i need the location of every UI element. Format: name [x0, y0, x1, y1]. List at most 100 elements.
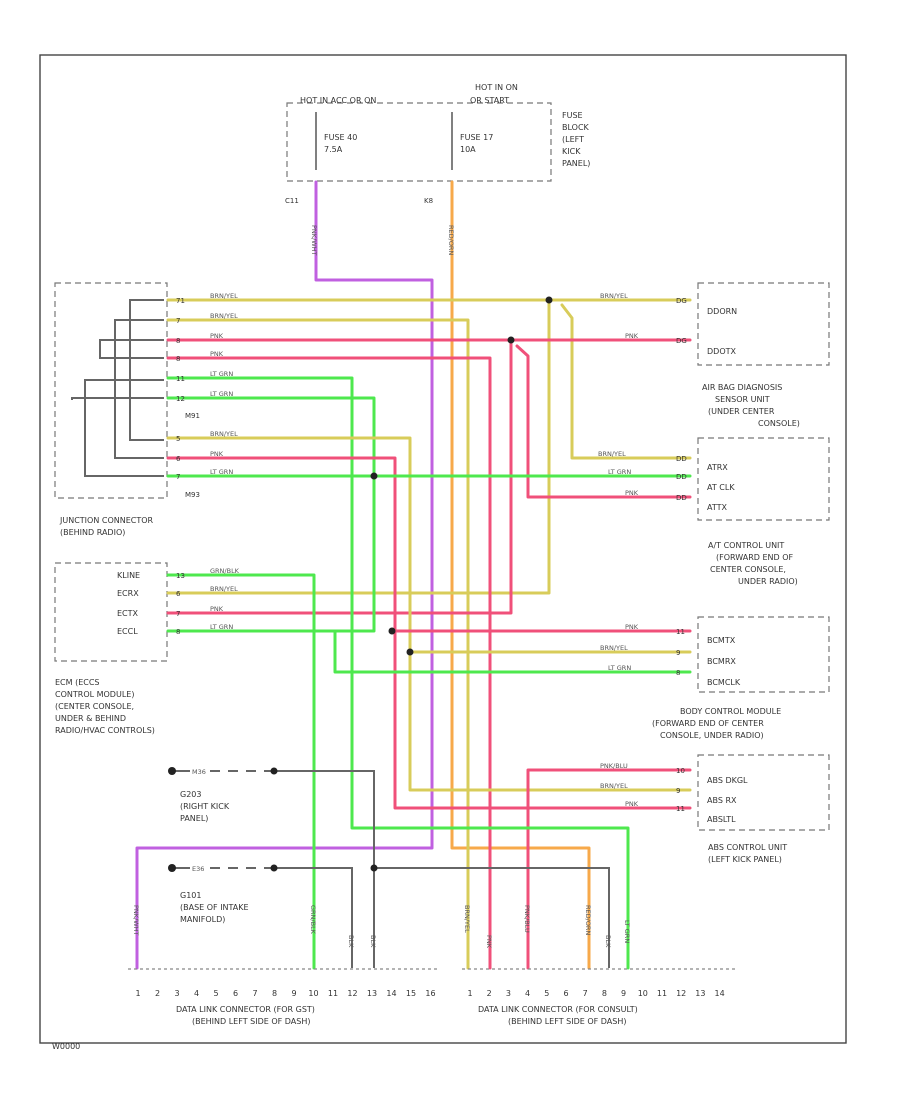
- wire-pnk-abs-dlc: [526, 768, 692, 970]
- ground1-code: M36: [192, 768, 206, 776]
- ecm-pin-no: 6: [176, 590, 181, 598]
- fuse-block-loc-4: PANEL): [562, 159, 590, 168]
- wire-label: PNK: [625, 332, 639, 340]
- ecm-name-1: CONTROL MODULE): [55, 690, 134, 699]
- wire-pnk-ecm: [166, 338, 513, 615]
- abs-pin-dkgl: ABS DKGL: [707, 776, 748, 785]
- wire-label: BRN/YEL: [600, 782, 628, 790]
- dlc1-pin-number: 4: [194, 989, 199, 998]
- ecm-pin-ectx: ECTX: [117, 609, 139, 618]
- dlc1-pin-number: 16: [425, 989, 435, 998]
- wire-label: LT GRN: [210, 390, 233, 398]
- at-pin-no: DD: [676, 494, 687, 502]
- ground-dlc2: [374, 867, 610, 968]
- ecm-name-3: UNDER & BEHIND: [55, 714, 126, 723]
- abs-name-1: (LEFT KICK PANEL): [708, 855, 782, 864]
- jc-pin: 71: [176, 297, 185, 305]
- fuse-block-outline: [286, 102, 552, 182]
- airbag-pin-no: DG: [676, 297, 687, 305]
- bcm-box: [697, 616, 830, 693]
- airbag-name-1: SENSOR UNIT: [715, 395, 770, 404]
- dlc2-pin-number: 1: [467, 989, 472, 998]
- wire-brnyel-dlc2: [166, 318, 470, 970]
- at-pin-atclk: AT CLK: [707, 483, 735, 492]
- ecm-pin-no: 7: [176, 610, 180, 618]
- dlc2-pin-number: 6: [563, 989, 568, 998]
- jc-pin: 5: [176, 435, 180, 443]
- abs-pin-no: 10: [676, 767, 685, 775]
- wire-label-vertical: LT GRN: [623, 920, 631, 943]
- wire-harness: [71, 180, 692, 970]
- component-labels: 71 7 8 8 11 12 5 6 7 M91 M93 JUNCTION CO…: [55, 297, 800, 1026]
- vertical-wire-labels: PNK/WHT RED/ORN PNK/WHT GRN/BLK BLK BLK …: [132, 225, 631, 949]
- fuse-17-rating: 10A: [460, 145, 476, 154]
- fuse-block-loc-3: KICK: [562, 147, 581, 156]
- dlc2-pin-number: 11: [657, 989, 667, 998]
- wire-label: BRN/YEL: [210, 430, 238, 438]
- dlc1-pin-number: 3: [174, 989, 179, 998]
- dlc1-pin-number: 8: [272, 989, 277, 998]
- wire-label: BRN/YEL: [210, 312, 238, 320]
- dlc1-pin-number: 7: [252, 989, 257, 998]
- dlc2-pin-number: 3: [506, 989, 511, 998]
- wire-label: PNK: [210, 605, 224, 613]
- fuse-feed-right-1: HOT IN ON: [475, 83, 518, 92]
- wire-label-vertical: GRN/BLK: [309, 905, 317, 935]
- airbag-pin-no: DG: [676, 337, 687, 345]
- abs-name-0: ABS CONTROL UNIT: [708, 843, 787, 852]
- fuse-block-loc-2: (LEFT: [562, 135, 584, 144]
- wire-ltgrn-link: [333, 474, 376, 633]
- dlc2-pin-number: 12: [676, 989, 686, 998]
- ground2-name-1: (BASE OF INTAKE: [180, 903, 249, 912]
- wire-violet: [135, 180, 434, 970]
- ecm-pin-ecrx: ECRX: [117, 589, 139, 598]
- at-control-box: [697, 437, 830, 521]
- jc-pin: 12: [176, 395, 185, 403]
- abs-unit-box: [697, 754, 830, 831]
- ground2-name-0: G101: [180, 891, 201, 900]
- jc-pin: 11: [176, 375, 185, 383]
- jc-code-top: M91: [185, 412, 200, 420]
- splice-dot: [270, 864, 278, 872]
- at-name-3: UNDER RADIO): [738, 577, 798, 586]
- airbag-name-3: CONSOLE): [758, 419, 800, 428]
- at-pin-atrx: ATRX: [707, 463, 728, 472]
- splice-dot: [507, 336, 515, 344]
- dlc1-name-0: DATA LINK CONNECTOR (FOR GST): [176, 1005, 315, 1014]
- dlc2-pin-number: 7: [583, 989, 588, 998]
- fuse-40-rating: 7.5A: [324, 145, 343, 154]
- wire-label: LT GRN: [608, 468, 631, 476]
- bcm-name-2: CONSOLE, UNDER RADIO): [660, 731, 764, 740]
- abs-pin-no: 9: [676, 787, 680, 795]
- wire-label-vertical: PNK/WHT: [132, 905, 140, 936]
- splice-dot: [545, 296, 553, 304]
- wire-label: PNK/BLU: [600, 762, 628, 770]
- dlc1-pin-number: 14: [386, 989, 396, 998]
- dlc2-pin-number: 9: [621, 989, 626, 998]
- dlc2-pin-number: 5: [544, 989, 549, 998]
- wire-label: LT GRN: [210, 370, 233, 378]
- wire-label-vertical: RED/ORN: [447, 225, 455, 255]
- airbag-name-2: (UNDER CENTER: [708, 407, 775, 416]
- abs-pin-no: 11: [676, 805, 685, 813]
- at-name-1: (FORWARD END OF: [716, 553, 794, 562]
- ecm-name-2: (CENTER CONSOLE,: [55, 702, 134, 711]
- ground2-wire: [274, 867, 353, 968]
- fuse-block-loc-0: FUSE: [562, 111, 583, 120]
- splice-dot: [388, 627, 396, 635]
- ecm-box: [54, 562, 168, 662]
- dlc2-pin-number: 10: [638, 989, 648, 998]
- jc-link-1: [129, 299, 164, 441]
- at-pin-attx: ATTX: [707, 503, 727, 512]
- wire-pnk-dlc2: [166, 356, 492, 970]
- fuse-block: HOT IN ACC OR ON HOT IN ON OR START FUSE…: [285, 83, 590, 205]
- splice-dot: [370, 472, 378, 480]
- wire-label: PNK: [625, 489, 639, 497]
- wire-label-vertical: BLK: [369, 935, 377, 948]
- dlc1-pin-number: 6: [233, 989, 238, 998]
- jc-code-bottom: M93: [185, 491, 200, 499]
- ground1-name-1: (RIGHT KICK: [180, 802, 230, 811]
- wire-label: LT GRN: [210, 623, 233, 631]
- wire-brnyel-ecm: [166, 298, 551, 595]
